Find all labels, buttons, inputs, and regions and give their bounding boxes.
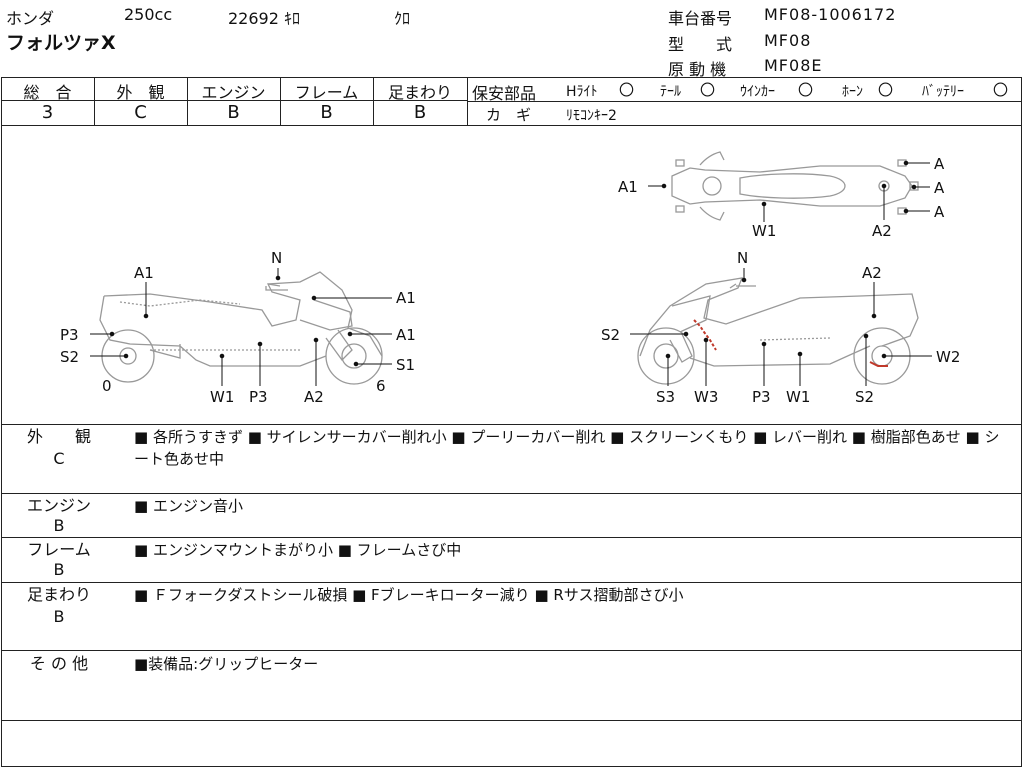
left-a1-top-label: A1 [134,264,154,282]
left-six-label: 6 [376,377,386,395]
top-a-label-1: A [934,155,945,173]
safety-winker: ｳｲﾝｶｰ [740,84,775,100]
left-a1-right2-label: A1 [396,326,416,344]
section-grade: B [53,516,65,535]
sheet-frame [1,77,1022,767]
type-label: 型 式 [668,35,733,54]
safety-taillight: ﾃｰﾙ [660,84,681,100]
right-s2-label: S2 [855,388,874,406]
section-grade: B [53,560,65,579]
right-view-scooter [637,277,919,385]
left-s2-label: S2 [60,348,79,366]
type-value: MF08 [764,31,812,50]
safety-divider [467,101,1022,102]
section-label: 足まわり [26,585,91,604]
engine-grade: B [227,102,240,123]
section-divider-2 [1,537,1022,538]
overall-grade: 3 [41,102,54,123]
safety-headlight: Hﾗｲﾄ [566,84,598,100]
section-divider-4 [1,650,1022,651]
section-text: ■ エンジン音小 [134,497,243,515]
top-a-label-3: A [934,203,945,221]
left-zero-label: 0 [102,377,112,395]
left-view-scooter [99,271,383,385]
suspension-grade: B [413,102,427,123]
right-a2-label: A2 [862,264,882,282]
col-divider-2 [187,77,188,125]
section-label: エンジン [26,496,91,515]
engine-grade-label: エンジン [201,83,266,102]
right-s2-left-label: S2 [601,326,620,344]
safety-headlight-mark: 〇 [619,81,635,99]
engine-value: MF08E [764,56,823,75]
section-grade: B [53,607,65,626]
maker: ホンダ [6,9,55,28]
right-w3-label: W3 [694,388,718,406]
left-n-label: N [271,249,282,267]
frame-grade-label: フレーム [294,83,359,102]
displacement: 250cc [124,5,173,24]
top-view-scooter [671,151,919,221]
safety-battery: ﾊﾞｯﾃﾘｰ [922,84,964,100]
section-text: ■ 各所うすきず ■ サイレンサーカバー削れ小 ■ プーリーカバー削れ ■ スク… [134,428,1000,468]
frame-no-label: 車台番号 [668,9,733,28]
left-a1-right-label: A1 [396,289,416,307]
section-label: 外 観 [26,427,91,446]
top-w1-label: W1 [752,222,776,240]
safety-horn-mark: 〇 [878,81,894,99]
frame-grade: B [320,102,333,123]
left-a2-label: A2 [304,388,324,406]
frame-no: MF08-1006172 [764,5,897,24]
right-s3-label: S3 [656,388,675,406]
diagram-bottom [1,424,1022,425]
safety-battery-mark: 〇 [993,81,1009,99]
grade-bottom [1,125,1022,126]
right-p3-label: P3 [752,388,771,406]
section-text: ■ エンジンマウントまがり小 ■ フレームさび中 [134,541,462,559]
right-n-label: N [737,249,748,267]
col-divider-5 [467,77,468,125]
safety-winker-mark: 〇 [798,81,814,99]
damage-mark-red [693,319,717,351]
top-a1-label: A1 [618,178,638,196]
left-s1-label: S1 [396,356,415,374]
safety-label: 保安部品 [472,84,537,103]
section-label: フレーム [27,540,91,559]
section-text: ■装備品:グリップヒーター [134,655,319,673]
section-text: ■ Ｆフォークダストシール破損 ■ Fブレーキローター減り ■ Rサス摺動部さび… [134,586,684,604]
left-p3-label: P3 [60,326,79,344]
mileage: 22692 ｷﾛ [228,9,300,28]
key-label: カ ギ [486,106,532,124]
col-divider-1 [94,77,95,125]
exterior-grade: C [134,102,147,123]
overall-label: 総 合 [23,83,72,102]
col-divider-4 [373,77,374,125]
damage-mark-red-2 [869,361,888,367]
col-divider-3 [280,77,281,125]
key-value: ﾘﾓｺﾝｷｰ2 [566,108,617,124]
exterior-label: 外 観 [116,83,165,102]
color: ｸﾛ [394,9,411,28]
engine-label: 原 動 機 [668,60,727,79]
section-divider-5 [1,720,1022,721]
right-w2-label: W2 [936,348,960,366]
safety-horn: ﾎｰﾝ [842,84,863,100]
section-divider-1 [1,493,1022,494]
suspension-grade-label: 足まわり [387,83,452,102]
top-a-label-2: A [934,179,945,197]
section-grade: C [53,449,65,468]
safety-taillight-mark: 〇 [700,81,716,99]
top-a2-label: A2 [872,222,892,240]
model-name: フォルツァX [6,32,116,54]
damage-diagram: A1 A A A W1 A2 N A1 A1 A1 P3 S2 S1 0 6 W… [60,151,960,406]
left-p3-bottom-label: P3 [249,388,268,406]
right-w1-label: W1 [786,388,810,406]
grade-divider [1,100,467,101]
left-w1-label: W1 [210,388,234,406]
section-divider-3 [1,582,1022,583]
section-label: そ の 他 [29,654,89,673]
